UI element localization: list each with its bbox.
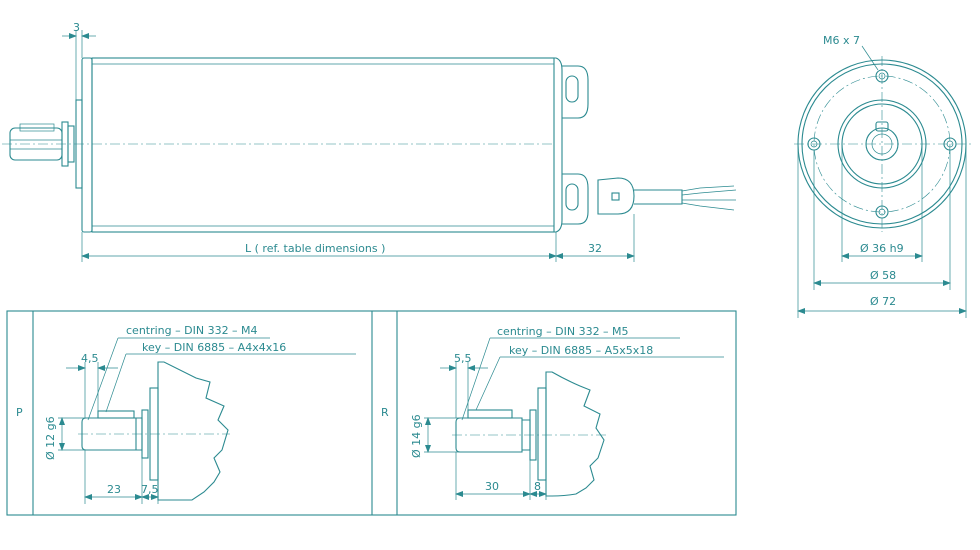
variant-r-drawing: centring – DIN 332 – M5 key – DIN 6885 –…	[410, 325, 724, 500]
variant-p-collar: 7,5	[141, 483, 159, 496]
variant-r-key: key – DIN 6885 – A5x5x18	[509, 344, 653, 357]
d-bolt-label: Ø 58	[870, 269, 896, 282]
variant-p-key-offset: 4,5	[81, 352, 99, 365]
variant-p-key: key – DIN 6885 – A4x4x16	[142, 341, 286, 354]
variant-r-key-offset: 5,5	[454, 352, 472, 365]
variant-r-shaft-length: 30	[485, 480, 499, 493]
variant-p-letter: P	[16, 406, 23, 419]
end-view-dimensions: Ø 36 h9 Ø 58 Ø 72	[797, 144, 967, 318]
d-inner-label: Ø 36 h9	[860, 242, 904, 255]
d-outer-label: Ø 72	[870, 295, 896, 308]
variant-r-diameter: Ø 14 g6	[410, 414, 423, 458]
variant-r-centring: centring – DIN 332 – M5	[497, 325, 629, 338]
thread-label: M6 x 7	[823, 34, 860, 47]
shaft-variants-table: P R	[6, 310, 737, 516]
dim-length-label: L ( ref. table dimensions )	[245, 242, 385, 255]
dim-flange-label: 3	[73, 21, 80, 34]
variant-p-diameter: Ø 12 g6	[44, 416, 57, 460]
dim-connector-label: 32	[588, 242, 602, 255]
top-dimensions: 3 L ( ref. table dimensions ) 32	[62, 21, 635, 262]
motor-side-view	[2, 57, 737, 233]
variant-p-drawing: centring – DIN 332 – M4 key – DIN 6885 –…	[44, 324, 356, 504]
variant-r-letter: R	[381, 406, 389, 419]
variant-p-shaft-length: 23	[107, 483, 121, 496]
motor-end-view: M6 x 7	[794, 34, 974, 232]
variant-p-centring: centring – DIN 332 – M4	[126, 324, 258, 337]
variant-r-collar: 8	[534, 480, 541, 493]
